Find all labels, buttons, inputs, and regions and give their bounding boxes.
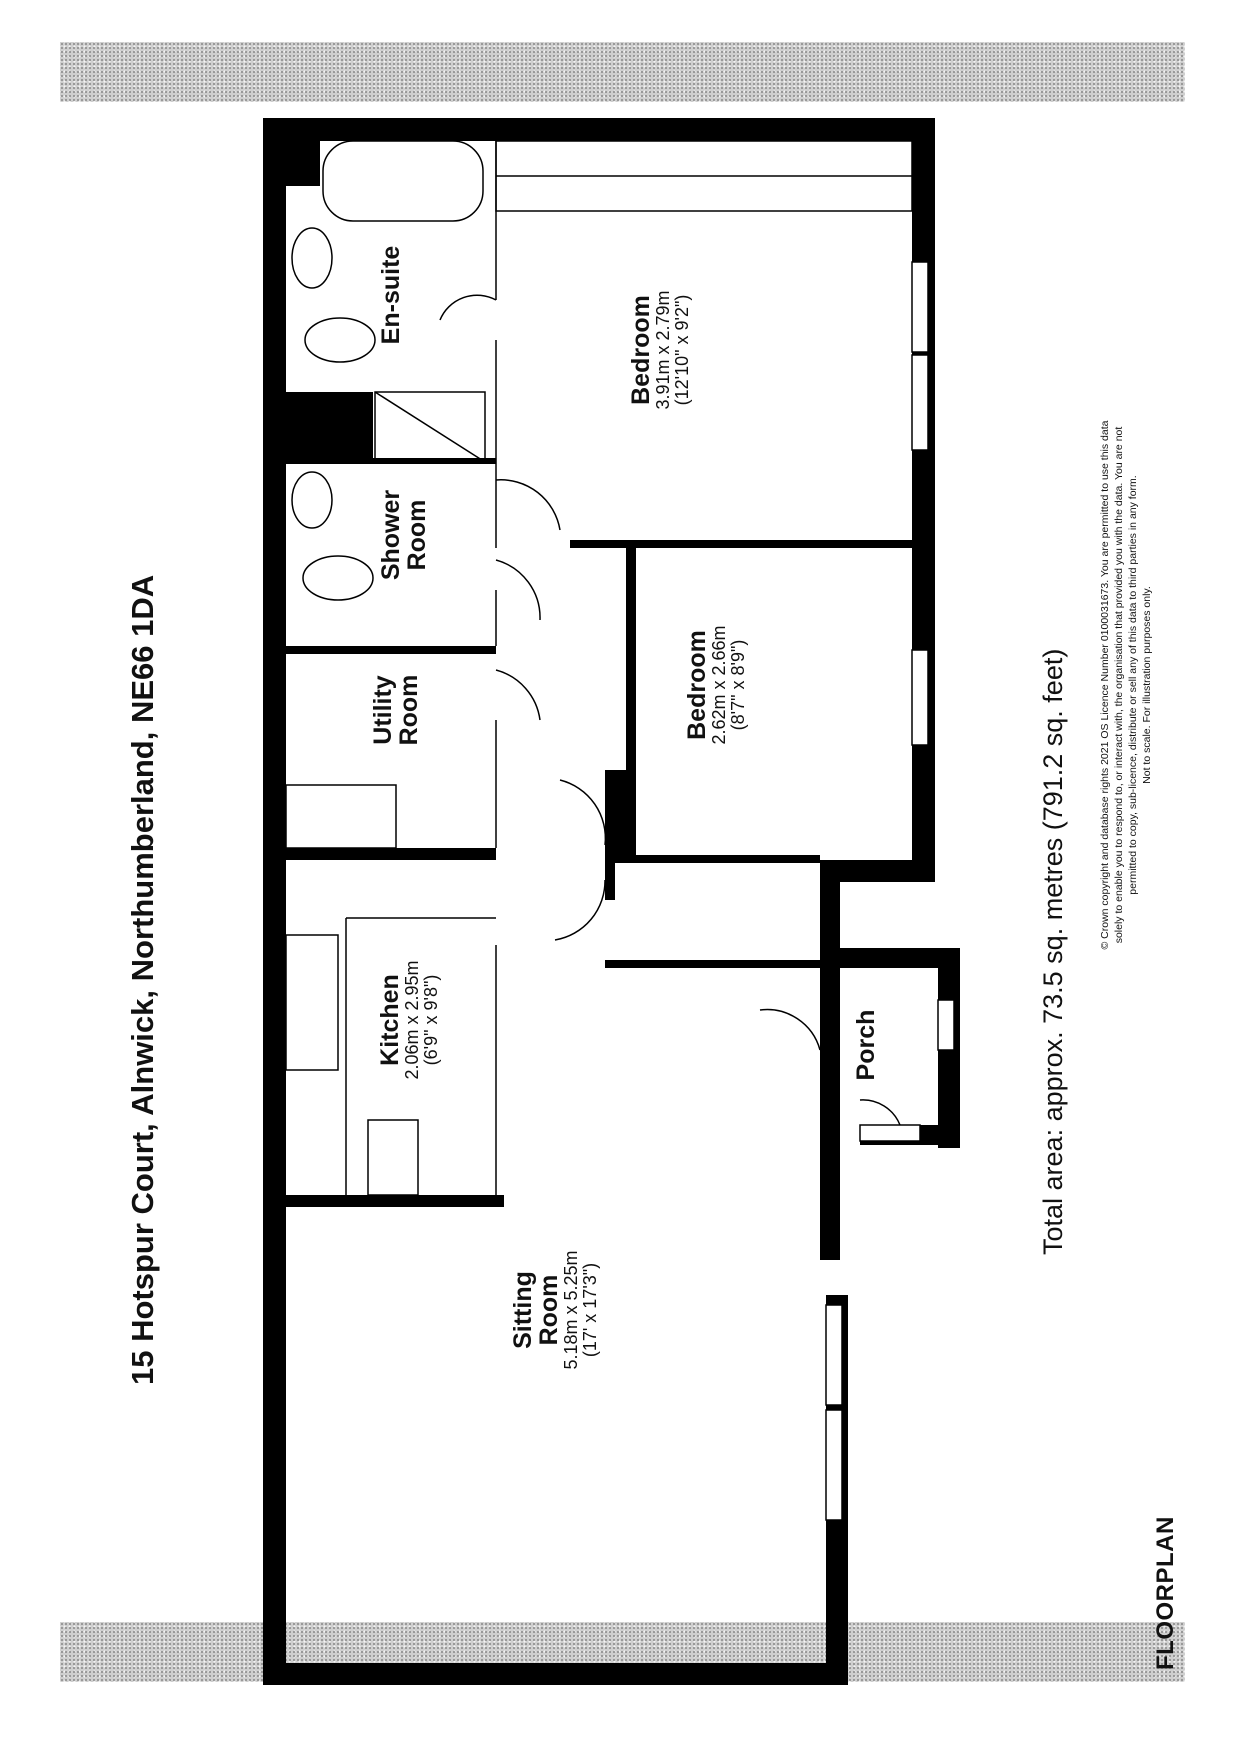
copyright-notice: © Crown copyright and database rights 20…: [1098, 295, 1154, 1075]
page-title: 15 Hotspur Court, Alnwick, Northumberlan…: [125, 574, 160, 1385]
room-dimensions-imperial: (6'9" x 9'8"): [421, 974, 441, 1066]
room-dimensions-imperial: (8'7" x 8'9"): [728, 639, 748, 731]
copyright-line-2: solely to enable you to respond to, or i…: [1113, 426, 1125, 944]
wall-bedroom2-left: [626, 548, 636, 858]
room-name-line-2: Room: [403, 499, 431, 571]
wall-bottom: [263, 1663, 848, 1685]
room-dimensions-metric: 3.91m x 2.79m: [653, 290, 673, 410]
room-dimensions-imperial: (12'10" x 9'2"): [672, 294, 692, 406]
top-shaded-band: [60, 42, 1185, 102]
porch-wall-top: [820, 948, 960, 968]
room-name-line-2: Room: [395, 674, 423, 746]
room-dimensions-metric: 5.18m x 5.25m: [561, 1250, 581, 1370]
wall-ensuite-shower: [286, 458, 496, 464]
copyright-line-4: Not to scale. For illustration purposes …: [1141, 586, 1153, 784]
wall-right-bedroom: [912, 118, 935, 882]
room-name: Porch: [852, 1009, 880, 1081]
room-porch: Porch: [852, 985, 880, 1105]
wall-bedroom2-pillar: [605, 770, 630, 860]
room-name: Bedroom: [683, 630, 711, 740]
wall-hall-cupboard: [605, 960, 820, 968]
room-shower: Shower Room: [377, 460, 431, 610]
copyright-line-3: permitted to copy, sub-licence, distribu…: [1127, 475, 1139, 895]
room-utility: Utility Room: [369, 640, 423, 780]
room-kitchen: Kitchen 2.06m x 2.95m (6'9" x 9'8"): [376, 910, 441, 1130]
room-name-line-1: Utility: [369, 675, 397, 745]
floorplan-label: FLOORPLAN: [1152, 1516, 1179, 1670]
room-dimensions-metric: 2.62m x 2.66m: [709, 625, 729, 745]
wall-bedroom2-bottom: [605, 855, 820, 863]
room-sitting: Sitting Room 5.18m x 5.25m (17' x 17'3"): [509, 1190, 600, 1430]
wall-hall-cupboard-side: [605, 860, 615, 900]
room-ensuite: En-suite: [377, 220, 405, 370]
wall-shower-corner: [263, 392, 373, 462]
room-dimensions-imperial: (17' x 17'3"): [580, 1262, 600, 1358]
room-name: En-suite: [377, 245, 405, 345]
wall-ensuite-corner: [263, 118, 320, 186]
wall-bedrooms: [570, 540, 912, 548]
bottom-shaded-band: [60, 1622, 1185, 1682]
room-name: Bedroom: [627, 295, 655, 405]
room-name-line-1: Sitting: [509, 1271, 537, 1349]
porch-wall-left: [820, 1010, 830, 1135]
room-bedroom-2: Bedroom 2.62m x 2.66m (8'7" x 8'9"): [683, 575, 748, 795]
room-bedroom-1: Bedroom 3.91m x 2.79m (12'10" x 9'2"): [627, 240, 692, 460]
wall-kitchen-sitting: [286, 1195, 504, 1207]
wall-shower-utility: [286, 646, 496, 654]
room-name-line-2: Room: [535, 1274, 563, 1346]
wall-utility-kitchen: [286, 848, 496, 860]
room-name-line-1: Shower: [377, 489, 405, 581]
room-name: Kitchen: [376, 974, 404, 1066]
wall-right-bedroom-jog: [820, 860, 935, 882]
total-area: Total area: approx. 73.5 sq. metres (791…: [1038, 648, 1068, 1255]
wall-top: [263, 118, 935, 141]
copyright-line-1: © Crown copyright and database rights 20…: [1099, 420, 1111, 950]
room-dimensions-metric: 2.06m x 2.95m: [402, 960, 422, 1080]
wall-left: [263, 118, 286, 1685]
